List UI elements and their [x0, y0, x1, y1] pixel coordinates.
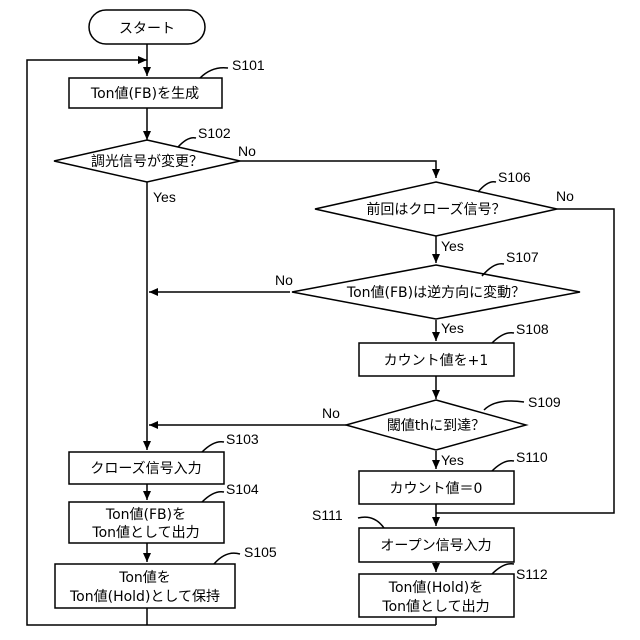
decision-s106-id: S106 [498, 169, 531, 185]
step-s111-text: オープン信号入力 [380, 538, 491, 554]
decision-s102-yes-label: Yes [153, 189, 176, 205]
step-s104: Ton値(FB)を Ton値として出力 S104 [69, 481, 259, 543]
step-s110-text: カウント値＝0 [390, 481, 483, 497]
decision-s102-id: S102 [198, 125, 231, 141]
step-s108-leader [492, 333, 514, 343]
step-s112: Ton値(Hold)を Ton値として出力 S112 [359, 564, 548, 617]
decision-s106-no-label: No [556, 188, 574, 204]
step-s103: クローズ信号入力 S103 [69, 431, 259, 484]
decision-s109-id: S109 [528, 394, 561, 410]
step-s103-leader [202, 442, 224, 452]
step-s101: Ton値(FB)を生成 S101 [69, 57, 265, 108]
step-s104-id: S104 [226, 481, 259, 497]
step-s112-leader [492, 564, 514, 574]
decision-s102-leader [178, 138, 196, 147]
decision-s102-text: 調光信号が変更？ [91, 153, 203, 170]
decision-s109-text: 閾値thに到達？ [387, 418, 485, 434]
step-s104-line2: Ton値として出力 [91, 525, 199, 541]
step-s108-text: カウント値を+1 [384, 353, 489, 369]
step-s105-id: S105 [244, 544, 277, 560]
step-s112-id: S112 [516, 566, 548, 582]
step-s104-line1: Ton値(FB)を [105, 507, 186, 523]
decision-s102: 調光信号が変更？ S102 Yes No [54, 125, 256, 205]
step-s110-id: S110 [516, 449, 548, 465]
step-s104-leader [202, 492, 224, 502]
decision-s106-leader [478, 182, 496, 192]
step-s111-leader [358, 517, 384, 528]
step-s110-leader [492, 461, 514, 471]
decision-s109-yes-label: Yes [441, 452, 464, 468]
step-s105-line2: Ton値(Hold)として保持 [69, 589, 220, 605]
step-s111-id: S111 [312, 507, 343, 523]
step-s105: Ton値を Ton値(Hold)として保持 S105 [55, 544, 277, 608]
decision-s109-leader [484, 401, 524, 410]
decision-s107-yes-label: Yes [441, 320, 464, 336]
step-s105-line1: Ton値を [118, 570, 171, 586]
step-s105-leader [214, 553, 240, 564]
step-s103-id: S103 [226, 431, 259, 447]
step-s112-line1: Ton値(Hold)を [388, 580, 483, 596]
step-s101-leader [200, 68, 228, 78]
decision-s107-id: S107 [506, 249, 539, 265]
start-terminal: スタート [89, 10, 205, 44]
step-s112-line2: Ton値として出力 [381, 599, 489, 615]
decision-s106: 前回はクローズ信号？ S106 Yes No [315, 169, 574, 254]
decision-s109-no-label: No [322, 405, 340, 421]
decision-s107-no-label: No [275, 272, 293, 288]
arrow-s102-no-to-s106 [240, 161, 436, 178]
decision-s102-no-label: No [238, 143, 256, 159]
decision-s107-text: Ton値(FB)は逆方向に変動？ [346, 284, 525, 301]
step-s111: オープン信号入力 S111 [312, 507, 514, 562]
step-s101-id: S101 [232, 57, 265, 73]
decision-s106-yes-label: Yes [441, 238, 464, 254]
step-s101-text: Ton値(FB)を生成 [90, 86, 199, 102]
step-s103-text: クローズ信号入力 [90, 461, 201, 477]
start-label: スタート [119, 21, 175, 37]
step-s108-id: S108 [516, 321, 549, 337]
decision-s106-text: 前回はクローズ信号？ [366, 201, 505, 218]
